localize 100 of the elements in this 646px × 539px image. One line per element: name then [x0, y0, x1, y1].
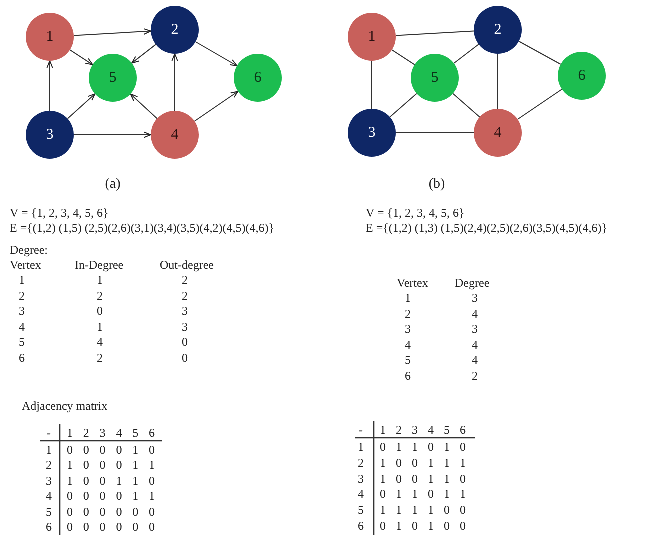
table-cell: 2	[19, 288, 25, 302]
matrix-cell: 1	[428, 472, 434, 486]
matrix-cell: 0	[132, 520, 139, 534]
matrix-cell: 5	[358, 503, 364, 518]
edge-line	[518, 41, 562, 65]
column-header: Vertex	[397, 276, 428, 290]
matrix-cell: 0	[444, 519, 450, 533]
matrix-cell: 4	[116, 426, 122, 440]
table-cell: 1	[19, 273, 25, 287]
vertex-circle: 3	[348, 109, 396, 157]
table-cell: 6	[405, 368, 411, 382]
matrix-cell: 0	[396, 456, 402, 470]
matrix-cell: 0	[428, 487, 434, 502]
edge-line	[390, 93, 418, 118]
table-cell: 2	[97, 350, 103, 364]
matrix-cell: 0	[83, 504, 90, 519]
matrix-cell: 5	[46, 504, 52, 519]
matrix-cell: 2	[46, 458, 52, 472]
matrix-cell: 0	[83, 489, 90, 504]
matrix-cell: 1	[396, 503, 402, 518]
matrix-cell: 1	[132, 474, 139, 488]
table-cell: 4	[97, 335, 103, 349]
heading-text: Adjacency matrix	[22, 399, 108, 413]
table-cell: 5	[405, 353, 411, 367]
arrow	[70, 50, 94, 66]
matrix-cell: 0	[83, 458, 90, 472]
matrix-cell: 1	[67, 474, 73, 488]
matrix-cell: 6	[46, 520, 52, 534]
matrix-cell: 1	[149, 489, 155, 504]
column-header: Out-degree	[160, 258, 214, 272]
matrix-cell: 0	[460, 440, 466, 454]
column-header: Degree	[455, 276, 490, 290]
matrix-cell: 0	[412, 472, 418, 486]
vertex-circle: 1	[26, 13, 74, 61]
table-cell: 0	[97, 304, 103, 318]
matrix-cell: 1	[444, 440, 450, 454]
matrix-cell: 0	[83, 474, 90, 488]
matrix-cell: 6	[460, 423, 466, 437]
matrix-cell: 1	[380, 423, 386, 437]
vertex-circle: 2	[151, 6, 199, 54]
vertex-circle: 2	[474, 6, 522, 54]
matrix-cell: 5	[132, 426, 139, 440]
edge-line	[396, 30, 474, 36]
vertex-circle: 6	[558, 52, 606, 100]
matrix-cell: 0	[149, 443, 155, 457]
matrix-cell: 6	[149, 426, 155, 440]
matrix-cell: 0	[116, 489, 122, 504]
matrix-cell: 0	[100, 474, 106, 488]
matrix-cell: 2	[358, 456, 364, 470]
table-cell: 4	[472, 306, 478, 320]
set-text: V = {1, 2, 3, 4, 5, 6}	[10, 206, 109, 220]
caption: (a)	[105, 178, 121, 192]
matrix-cell: 1	[67, 458, 73, 472]
matrix-cell: 6	[358, 519, 364, 533]
table-cell: 6	[19, 350, 25, 364]
matrix-cell: 0	[67, 520, 73, 534]
matrix-cell: 3	[358, 472, 364, 486]
table-cell: 4	[19, 320, 25, 334]
arrow	[172, 54, 178, 112]
matrix-cell: 3	[100, 426, 106, 440]
edge-line	[454, 44, 480, 64]
caption: (b)	[428, 178, 446, 192]
matrix-cell: 0	[100, 489, 106, 504]
matrix-cell: 0	[428, 440, 434, 454]
matrix-cell: 0	[149, 504, 155, 519]
matrix-cell: 2	[396, 423, 402, 437]
arrow	[67, 94, 96, 120]
arrow	[194, 91, 239, 122]
matrix-cell: 1	[132, 443, 139, 457]
matrix-cell: 4	[428, 423, 434, 437]
table-cell: 5	[19, 335, 25, 349]
matrix-cell: 0	[67, 489, 73, 504]
arrow	[46, 60, 54, 112]
matrix-cell: 0	[412, 519, 418, 533]
matrix-cell: 0	[460, 519, 466, 533]
table-cell: 3	[182, 304, 188, 318]
matrix-cell: 0	[100, 443, 106, 457]
matrix-cell: 0	[83, 520, 90, 534]
matrix-cell: 4	[46, 489, 52, 504]
vertex-circle: 6	[234, 54, 282, 102]
set-text: E ={(1,2) (1,5) (2,5)(2,6)(3,1)(3,4)(3,5)(4,2)(4,5)(4,6)}	[10, 221, 275, 235]
matrix-cell: 1	[380, 456, 386, 470]
arrow	[195, 42, 238, 66]
matrix-cell: 1	[380, 472, 386, 486]
heading-text: Degree:	[10, 243, 48, 257]
table-cell: 2	[182, 288, 188, 302]
matrix-cell: 3	[46, 474, 52, 488]
table-cell: 2	[472, 368, 478, 382]
matrix-cell: 1	[412, 487, 418, 502]
vertex-circle: 3	[26, 111, 74, 159]
table-cell: 1	[97, 273, 103, 287]
matrix-cell: 5	[444, 423, 450, 437]
matrix-cell: 0	[116, 504, 122, 519]
matrix-cell: 1	[460, 487, 466, 502]
matrix-cell: 1	[149, 458, 155, 472]
edge-line	[392, 50, 416, 66]
table-cell: 3	[405, 322, 411, 336]
matrix-cell: 0	[116, 458, 122, 472]
table-cell: 3	[182, 320, 188, 334]
arrow	[74, 28, 152, 36]
